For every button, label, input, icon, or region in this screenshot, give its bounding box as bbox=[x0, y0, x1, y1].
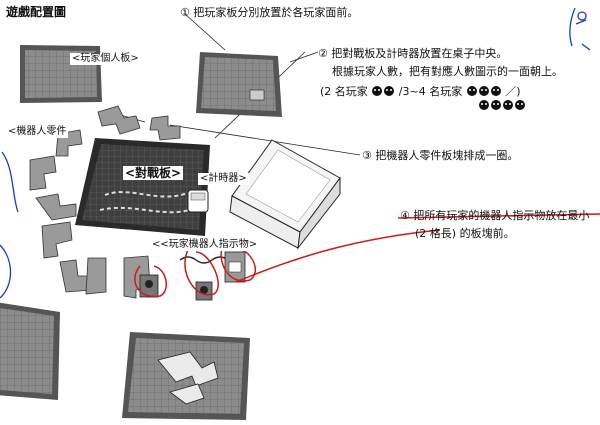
timer-device bbox=[187, 189, 209, 213]
battle-board-label: <對戰板> bbox=[123, 166, 184, 180]
battle-board bbox=[75, 138, 210, 236]
game-box bbox=[229, 139, 341, 250]
robot-icon bbox=[503, 100, 513, 110]
step-4-line-2: (2 格長) 的板塊前。 bbox=[415, 227, 515, 240]
close-paren: ／) bbox=[505, 85, 521, 98]
example-board bbox=[122, 332, 250, 420]
step-1-text: ① 把玩家板分別放置於各玩家面前。 bbox=[180, 6, 359, 19]
robot-parts-label: <機器人零件 bbox=[6, 126, 69, 138]
step-2-line-3: (2 名玩家 /3~4 名玩家 ／) bbox=[320, 86, 521, 97]
two-players-label: (2 名玩家 bbox=[320, 85, 368, 98]
robot-icon bbox=[515, 100, 525, 110]
robot-icon bbox=[490, 86, 501, 96]
robot-icon-row-2 bbox=[478, 100, 526, 111]
robot-icon bbox=[478, 86, 489, 96]
player-board-bottom-left bbox=[0, 302, 60, 400]
robot-icon bbox=[491, 100, 501, 110]
player-board-top bbox=[196, 52, 282, 117]
robot-icon bbox=[466, 86, 477, 96]
step-2-line-2: 根據玩家人數，把有對應人數圖示的一面朝上。 bbox=[332, 65, 563, 78]
three-four-players-label: /3~4 名玩家 bbox=[398, 85, 463, 98]
page-title: 遊戲配置圖 bbox=[6, 5, 67, 19]
red-annotations bbox=[134, 213, 600, 298]
player-robot-indicator-label: <<玩家機器人指示物> bbox=[150, 239, 260, 251]
step-4-line-1: ④ 把所有玩家的機器人指示物放在最小 bbox=[400, 209, 590, 222]
robot-icon bbox=[384, 86, 395, 96]
player-board-label: <玩家個人板> bbox=[70, 53, 141, 65]
robot-icon bbox=[372, 86, 383, 96]
timer-label: <計時器> bbox=[198, 173, 249, 185]
step-2-line-1: ② 把對戰板及計時器放置在桌子中央。 bbox=[318, 47, 508, 60]
robot-part-tiles bbox=[29, 105, 181, 299]
robot-icon bbox=[479, 100, 489, 110]
step-3-text: ③ 把機器人零件板塊排成一圈。 bbox=[362, 149, 519, 162]
blue-doodles bbox=[0, 7, 591, 299]
indicator-row bbox=[139, 251, 246, 301]
